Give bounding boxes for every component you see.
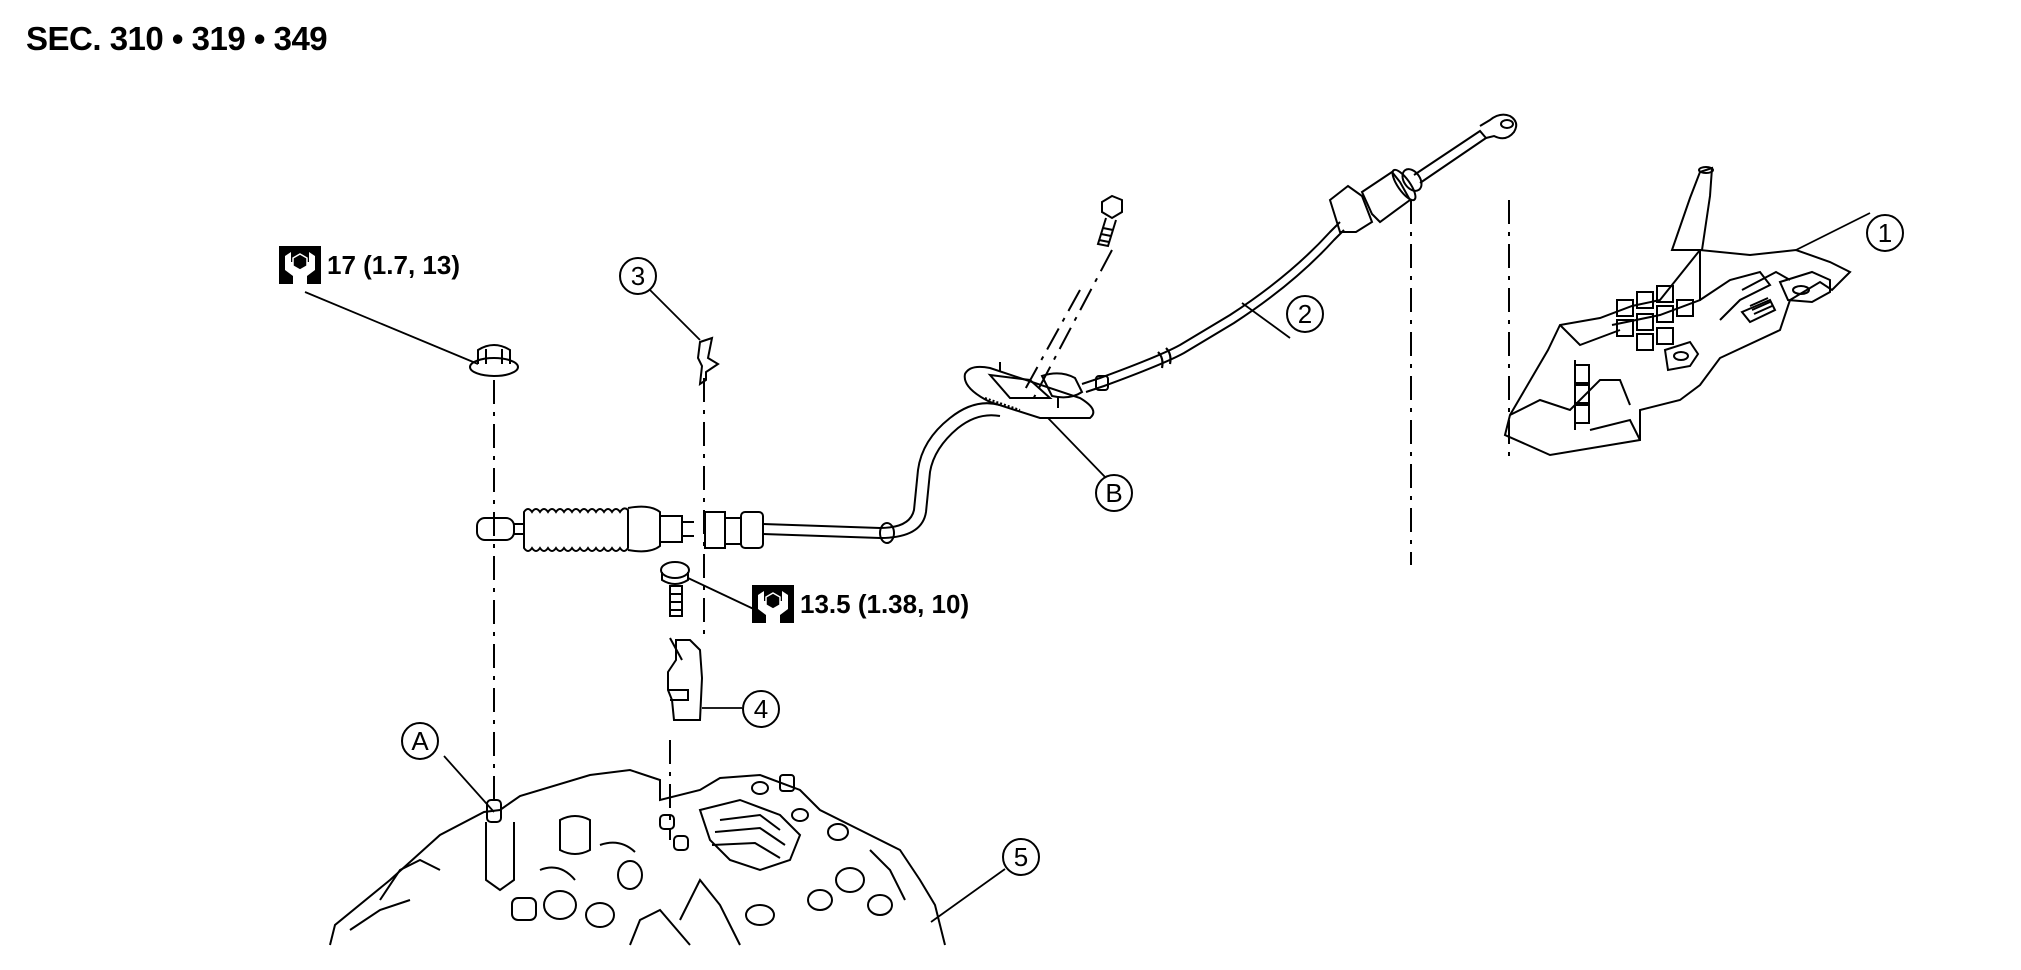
flange-nut bbox=[470, 345, 518, 376]
leader-callout-2 bbox=[1242, 303, 1290, 338]
callout-B: B bbox=[1095, 474, 1133, 512]
cable-mounting-plate bbox=[965, 222, 1344, 418]
shift-lever-assembly bbox=[1505, 167, 1850, 455]
leader-callout-A bbox=[444, 756, 494, 812]
torque-value: 13.5 (1.38, 10) bbox=[800, 588, 970, 619]
callout-1: 1 bbox=[1866, 214, 1904, 252]
alignment-lines bbox=[494, 200, 1509, 840]
callout-4: 4 bbox=[742, 690, 780, 728]
torque-spec-nut: 17 (1.7, 13) bbox=[279, 246, 460, 284]
callout-5: 5 bbox=[1002, 838, 1040, 876]
shifter-cable-end bbox=[1330, 115, 1516, 232]
leader-callout-1 bbox=[1796, 213, 1870, 250]
section-title: SEC. 310 • 319 • 349 bbox=[26, 20, 328, 57]
leader-callout-3 bbox=[650, 290, 700, 340]
callout-2: 2 bbox=[1286, 295, 1324, 333]
torque-spec-bracket-bolt: 13.5 (1.38, 10) bbox=[752, 585, 969, 623]
leader-torque-13-5 bbox=[688, 578, 760, 612]
bracket-bolt bbox=[661, 562, 689, 616]
torque-wrench-icon bbox=[752, 585, 794, 623]
transmission-assembly bbox=[330, 770, 945, 945]
align-bolt-plate-b bbox=[1022, 290, 1080, 395]
callout-A: A bbox=[401, 722, 439, 760]
cable-bracket bbox=[668, 638, 702, 720]
leader-callout-B bbox=[1048, 418, 1106, 478]
leader-torque-17 bbox=[305, 292, 478, 364]
callout-3: 3 bbox=[619, 257, 657, 295]
torque-value: 17 (1.7, 13) bbox=[327, 249, 460, 280]
leader-lines bbox=[305, 213, 1870, 922]
leader-callout-5 bbox=[931, 869, 1005, 922]
cable-clip bbox=[698, 338, 718, 384]
torque-wrench-icon bbox=[279, 246, 321, 284]
transmission-cable-end bbox=[477, 403, 1000, 551]
align-bolt-plate-a bbox=[1030, 250, 1112, 405]
plate-bolt bbox=[1098, 196, 1122, 246]
